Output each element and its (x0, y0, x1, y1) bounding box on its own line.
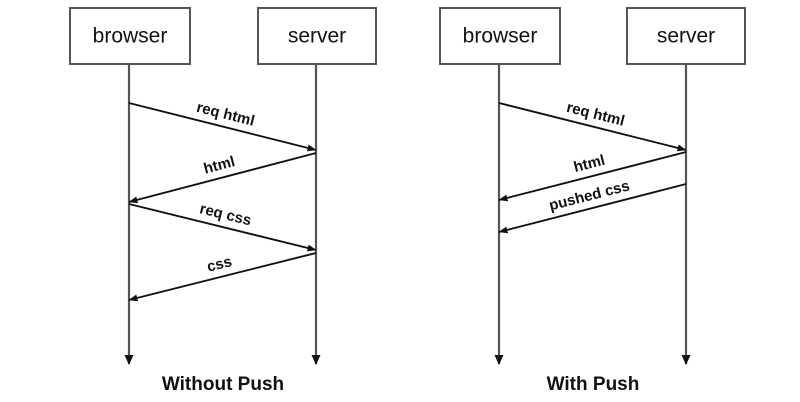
message-arrow (128, 102, 317, 152)
diagram-caption-without-push: Without Push (162, 374, 284, 395)
actor-label-server: server (657, 25, 715, 48)
actor-box-server (257, 7, 377, 65)
message-arrow (498, 102, 687, 152)
diagram-caption-with-push: With Push (547, 374, 640, 395)
message-arrow (128, 203, 317, 252)
actor-label-server: server (288, 25, 346, 48)
message-label: req css (198, 200, 253, 229)
message-label: html (202, 153, 237, 177)
actor-label-browser: browser (463, 25, 538, 48)
actor-box-browser (439, 7, 561, 65)
message-label: req html (195, 99, 257, 130)
message-label: html (572, 152, 607, 176)
message-label: req html (565, 99, 627, 130)
message-arrow (498, 183, 687, 234)
message-arrow (498, 151, 687, 202)
diagram-without-push: browser server req html html req css cssWitho… (69, 7, 377, 395)
actor-box-browser (69, 7, 191, 65)
message-label: css (205, 253, 233, 276)
message-arrow (128, 152, 317, 204)
message-arrow (128, 252, 317, 302)
actor-label-browser: browser (93, 25, 168, 48)
